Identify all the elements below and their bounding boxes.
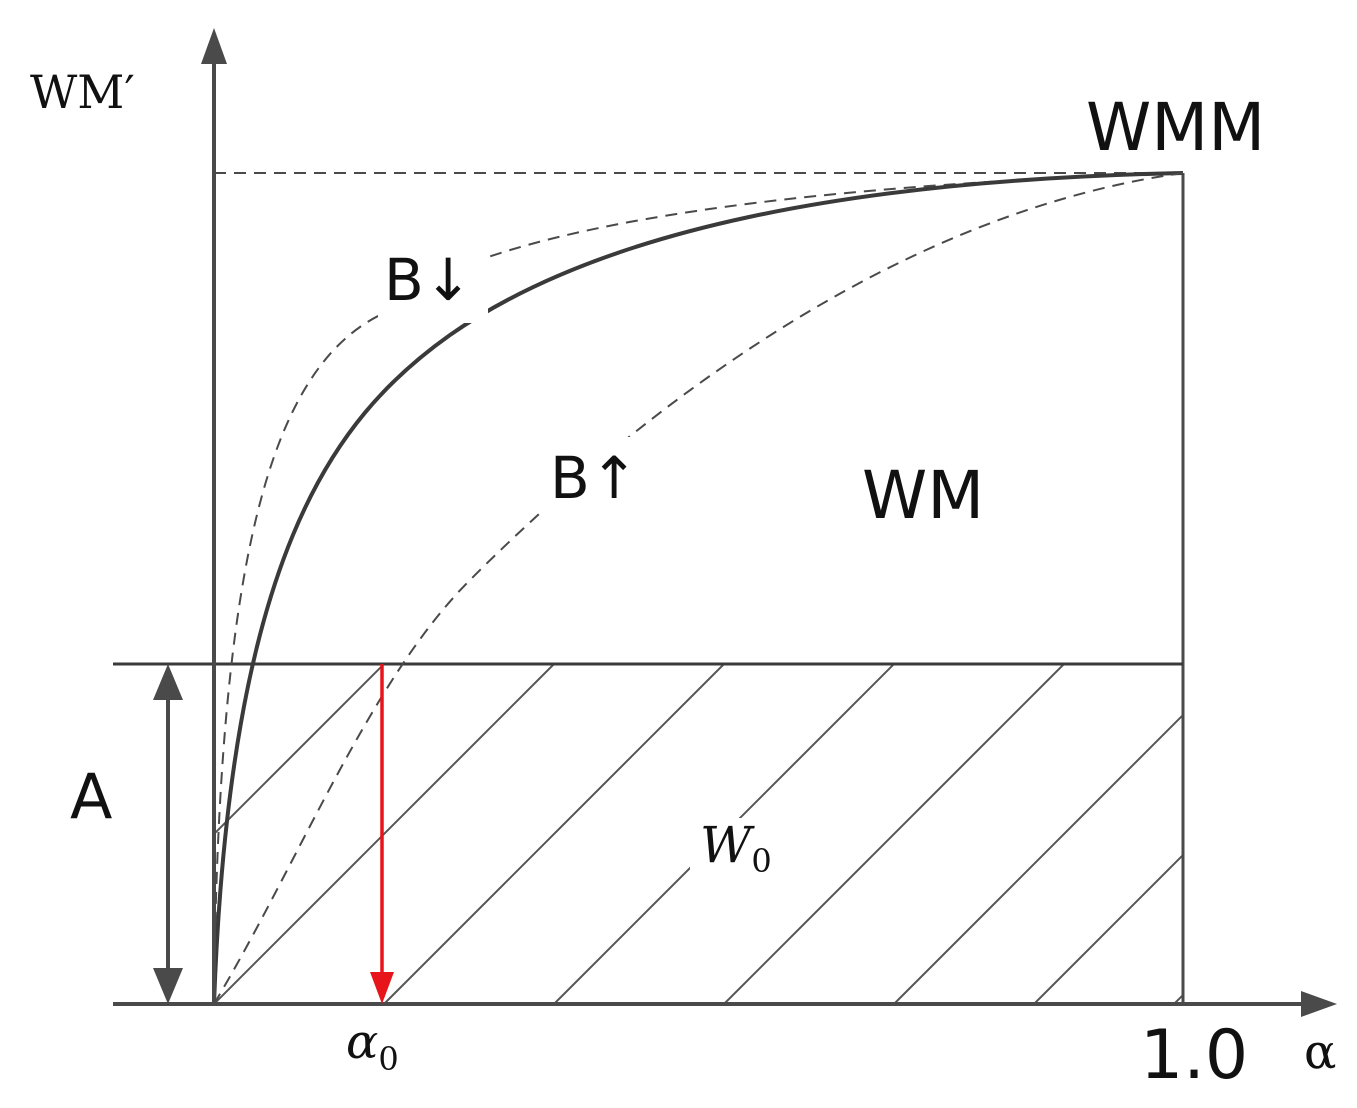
w0-label-sub: 0 bbox=[751, 842, 771, 880]
wmm-label: WMM bbox=[1086, 89, 1265, 166]
b-down-label: B↓ bbox=[384, 246, 472, 314]
wm-label: WM bbox=[862, 457, 984, 534]
alpha0-label-sub: 0 bbox=[378, 1040, 398, 1078]
alpha0-label: α0 bbox=[346, 1014, 399, 1078]
x-max-label: 1.0 bbox=[1140, 1016, 1248, 1095]
w0-label: W0 bbox=[700, 816, 772, 880]
alpha0-red-arrow bbox=[370, 664, 394, 1004]
x-axis-label: α bbox=[1304, 1024, 1336, 1080]
alpha0-label-base: α bbox=[346, 1014, 378, 1070]
main-curve bbox=[212, 171, 1184, 1005]
a-label: A bbox=[70, 760, 112, 833]
x-axis-arrowhead bbox=[1301, 991, 1337, 1017]
b-up-curve bbox=[213, 172, 1184, 1005]
b-up-label: B↑ bbox=[550, 444, 638, 512]
a-double-arrow bbox=[153, 664, 183, 1004]
y-axis-arrowhead bbox=[201, 28, 227, 64]
w0-label-base: W bbox=[700, 816, 755, 874]
y-axis-label: WM′ bbox=[30, 65, 135, 119]
b-down-curve bbox=[213, 172, 1184, 1005]
